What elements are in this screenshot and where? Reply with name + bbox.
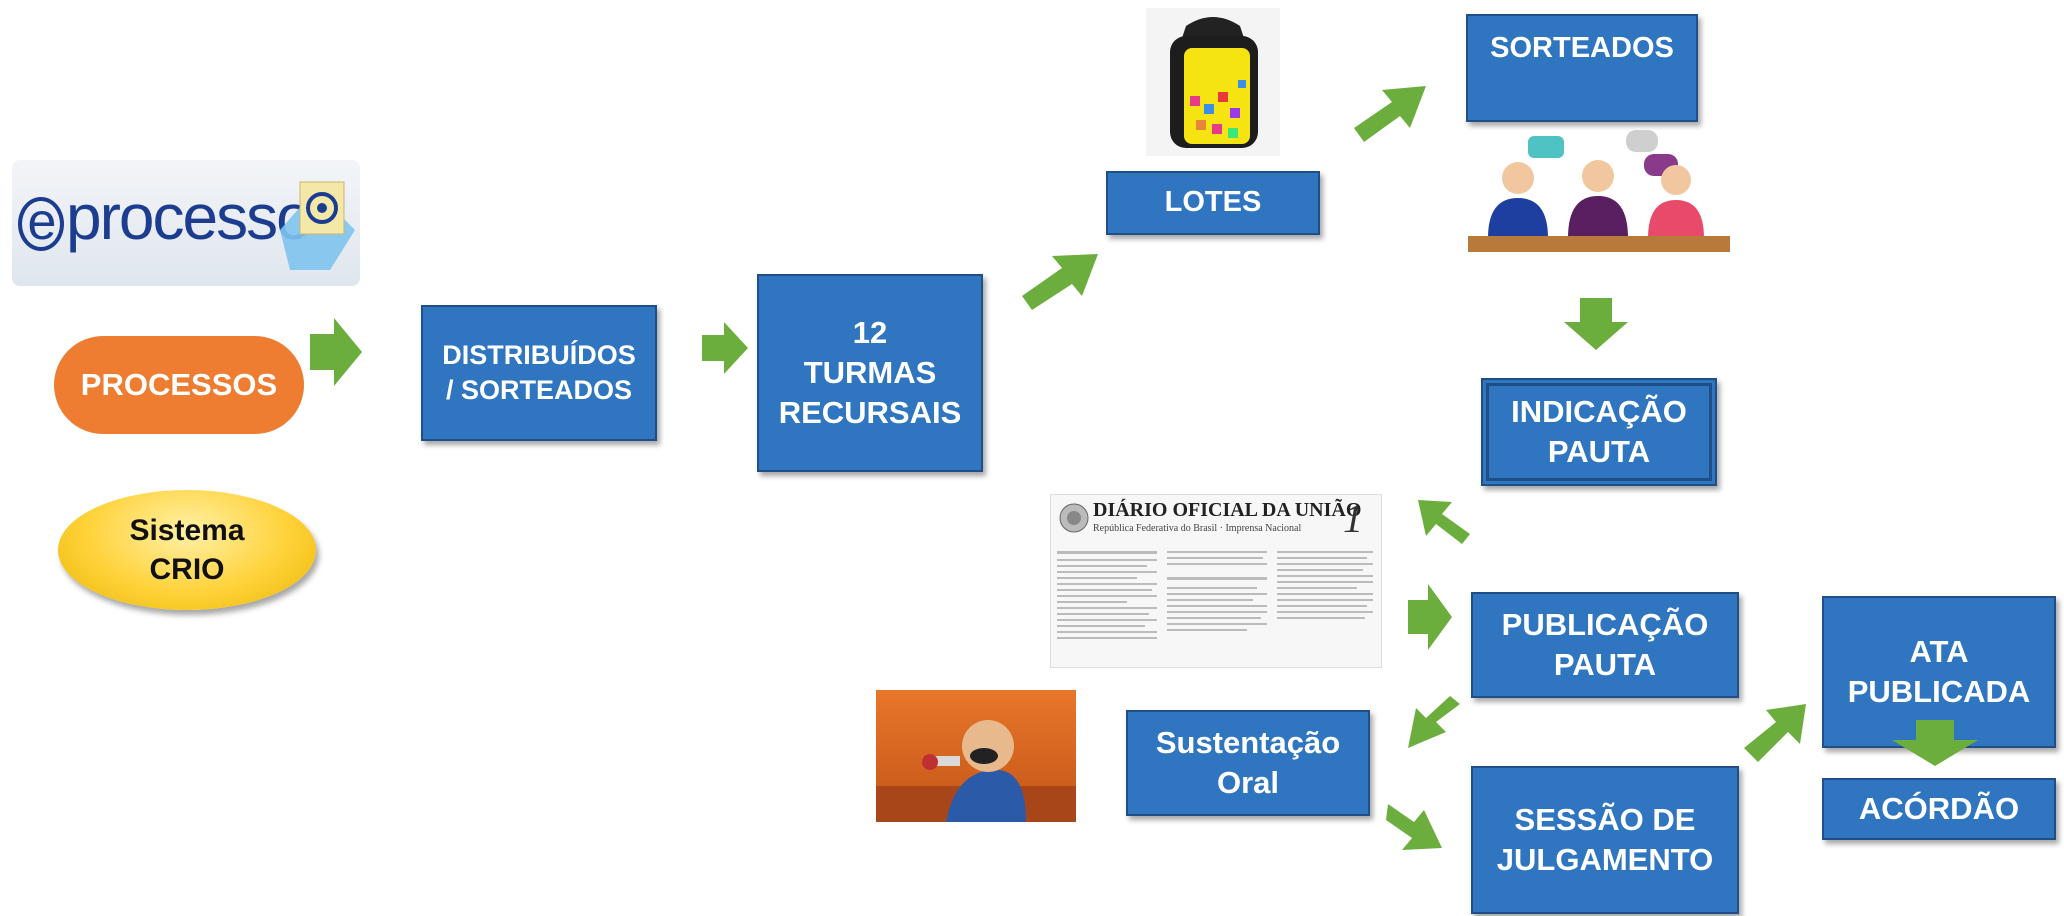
diario-number: 1 [1343,496,1363,541]
ata-line2: PUBLICADA [1847,674,2031,709]
diario-oficial-image: DIÁRIO OFICIAL DA UNIÃO República Federa… [1050,494,1382,668]
arrow-up-right-icon [1354,86,1426,142]
sustentacao-line2: Oral [1216,765,1280,800]
logo-e: e [18,196,64,251]
lotes-label: LOTES [1164,186,1262,219]
newspaper-columns [1057,551,1373,639]
backpack-image [1146,8,1280,156]
arrow-down-left-icon [1418,500,1470,544]
processos-pill: PROCESSOS [54,336,304,434]
turmas-line1: 12 [852,314,888,350]
sustentacao-line1: Sustentação [1155,724,1341,760]
arrow-down-icon [1892,720,1978,766]
crio-ellipse: Sistema CRIO [58,490,316,610]
acordao-label: ACÓRDÃO [1858,790,2020,826]
sorteados-box: SORTEADOS [1466,14,1698,122]
indicacao-line1: INDICAÇÃO [1511,393,1687,429]
sessao-line2: JULGAMENTO [1496,842,1714,877]
backpack-icon [1170,17,1258,148]
processos-label: PROCESSOS [80,367,278,402]
turmas-line2: TURMAS [803,354,937,390]
sorteados-label: SORTEADOS [1490,32,1674,64]
publicacao-line1: PUBLICAÇÃO [1501,606,1709,642]
diario-title: DIÁRIO OFICIAL DA UNIÃO [1093,499,1362,521]
arrow-up-right-icon [1744,704,1806,762]
ata-line1: ATA [1909,633,1969,669]
turmas-line3: RECURSAIS [778,395,962,431]
arrow-right-icon [702,322,748,374]
acordao-box: ACÓRDÃO [1822,778,2056,840]
sessao-line1: SESSÃO DE [1514,801,1696,837]
lotes-box: LOTES [1106,171,1320,235]
arrow-down-icon [1564,298,1628,350]
brasao-icon [1059,503,1089,533]
publicacao-line2: PAUTA [1553,647,1657,682]
turmas-box: 12 TURMAS RECURSAIS [757,274,983,472]
arrow-up-right-icon [1022,254,1098,310]
meeting-image [1458,118,1740,268]
sessao-box: SESSÃO DE JULGAMENTO [1471,766,1739,914]
publicacao-box: PUBLICAÇÃO PAUTA [1471,592,1739,698]
crio-line2: CRIO [149,553,225,586]
arrow-right-icon [310,318,362,386]
logo-envelope-icon [280,181,355,270]
arrow-down-left-icon [1408,696,1460,748]
arrow-right-icon [1408,584,1452,650]
sustentacao-box: Sustentação Oral [1126,710,1370,816]
meeting-people-icon [1468,130,1730,252]
indicacao-line2: PAUTA [1547,434,1651,469]
logo-word: processo [66,181,312,253]
distribuidos-box: DISTRIBUÍDOS / SORTEADOS [421,305,657,441]
distribuidos-line2: / SORTEADOS [445,375,633,405]
arrow-down-right-icon [1386,804,1442,850]
shouting-man-icon [876,720,1076,822]
distribuidos-line1: DISTRIBUÍDOS [442,339,636,370]
indicacao-box: INDICAÇÃO PAUTA [1481,378,1717,486]
diario-subtitle: República Federativa do Brasil · Imprens… [1093,523,1302,534]
shouting-man-image [876,690,1076,822]
crio-line1: Sistema [129,514,245,547]
